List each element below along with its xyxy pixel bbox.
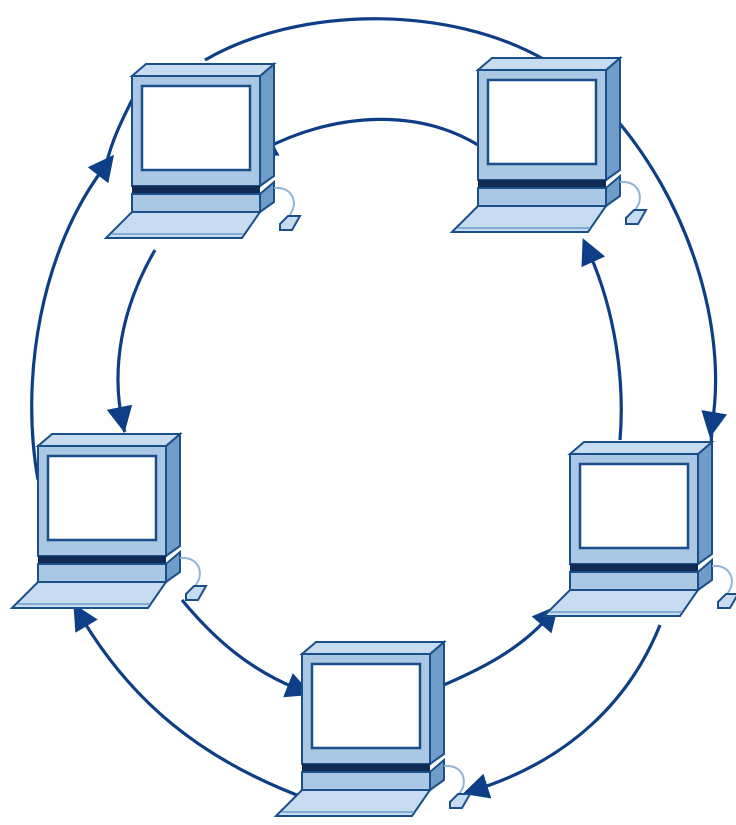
desktop-computer-icon: [542, 440, 736, 618]
outer-link-left-top: [104, 99, 134, 166]
desktop-computer-icon: [10, 432, 208, 610]
inner-link-bottom-right: [431, 605, 559, 692]
outer-link-right-upper: [606, 108, 727, 438]
computer-node-left: [10, 432, 208, 610]
connection-lines: [30, 17, 727, 802]
inner-link-bottom-left: [180, 598, 313, 698]
computer-node-top-right: [450, 56, 648, 234]
computer-nodes: [10, 56, 736, 818]
computer-node-top-left: [104, 62, 302, 240]
desktop-computer-icon: [274, 640, 472, 818]
inner-link-right: [581, 238, 623, 441]
computer-node-bottom: [274, 640, 472, 818]
inner-link-left-tail: [120, 419, 127, 433]
inner-link-left: [106, 249, 157, 433]
outer-link-top: [204, 17, 546, 62]
desktop-computer-icon: [450, 56, 648, 234]
outer-link-bottom-left: [73, 603, 311, 802]
outer-link-left: [30, 154, 114, 481]
inner-link-top: [250, 117, 479, 156]
desktop-computer-icon: [104, 62, 302, 240]
computer-node-right: [542, 440, 736, 618]
outer-link-bottom-right: [462, 624, 662, 799]
